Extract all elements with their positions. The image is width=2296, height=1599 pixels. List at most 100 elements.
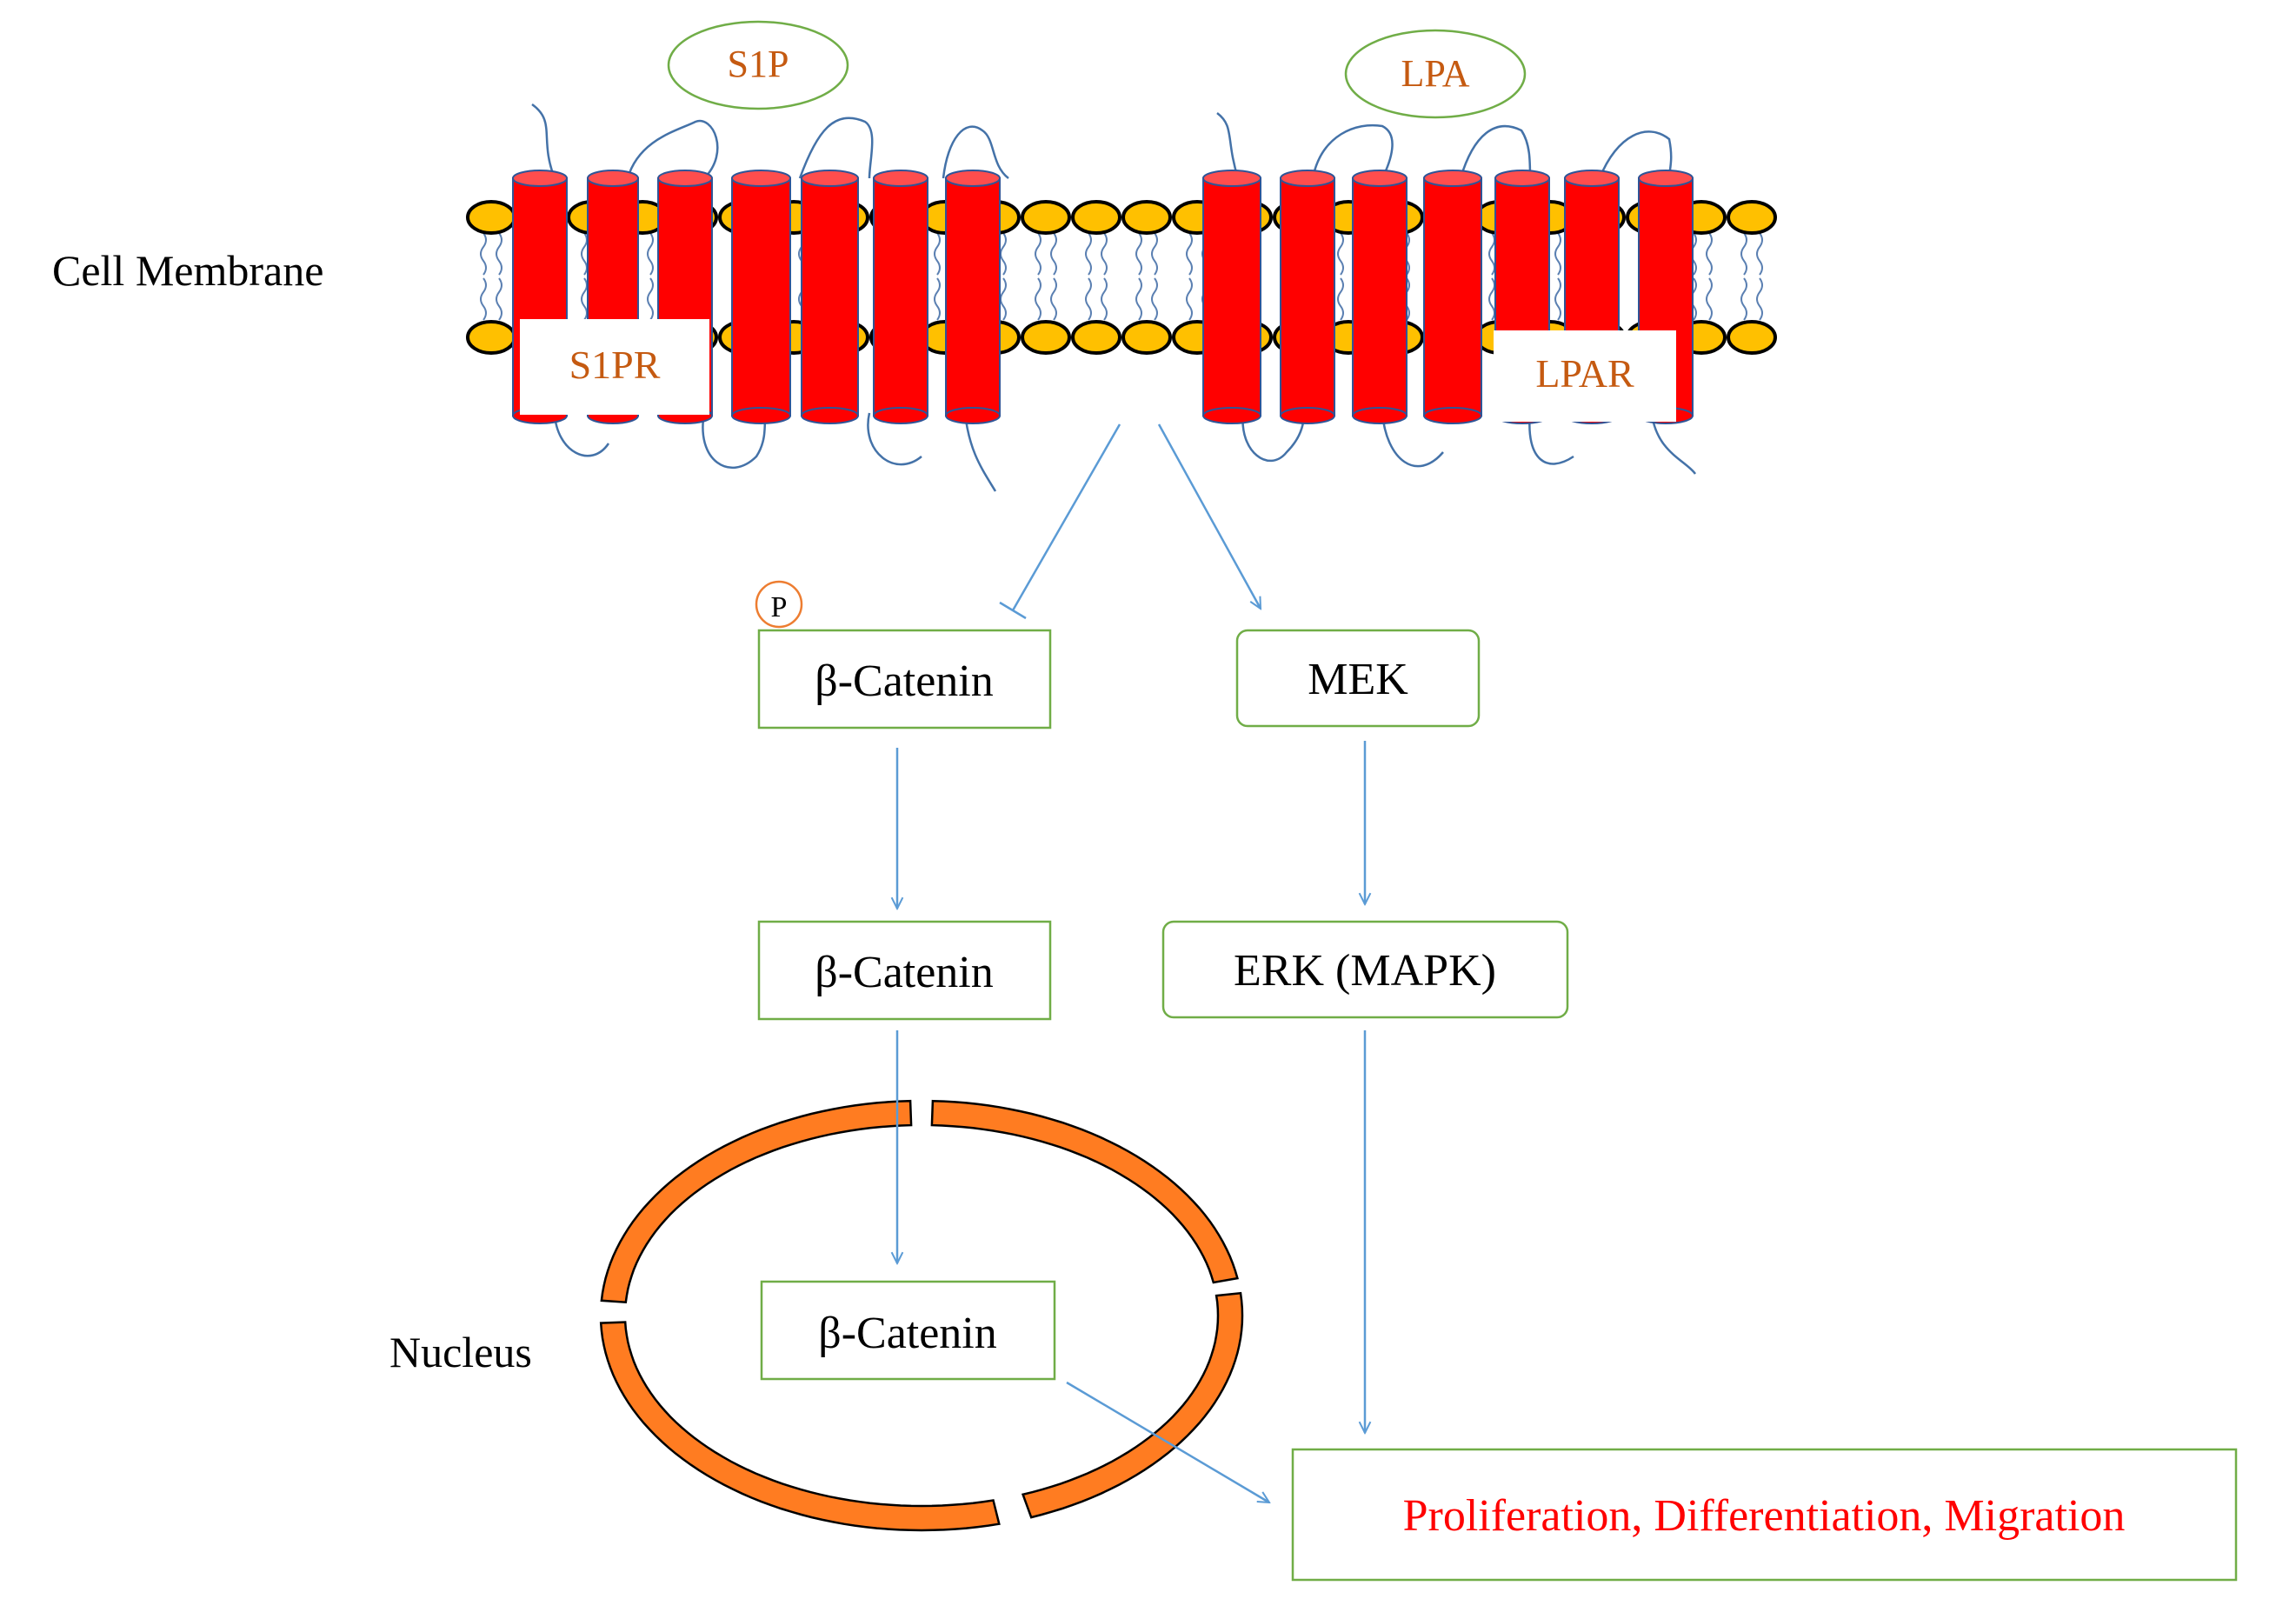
beta-catenin-nuclear-box: [760, 1280, 1056, 1381]
nuclear-envelope-segment: [599, 1321, 1001, 1532]
lipid-tail: [1135, 232, 1142, 276]
lpar-label-box: LPAR: [1494, 330, 1676, 422]
beta-catenin-cytoplasmic: β-Catenin: [757, 920, 1052, 1021]
lpar-helix: [1280, 170, 1335, 424]
lipid-tail: [1050, 277, 1057, 321]
receptor-loops: [531, 103, 1697, 492]
lipid-tail: [1000, 232, 1007, 276]
lipid-head: [1021, 320, 1071, 355]
lipid-tail: [480, 232, 487, 276]
s1pr-helix: [731, 170, 791, 424]
phosphate-label: P: [771, 591, 788, 623]
s1p-ellipse: [667, 20, 849, 110]
pathway-arrows: [897, 423, 1365, 1502]
lipid-tail: [1554, 277, 1561, 321]
lipid-tail: [1554, 232, 1561, 276]
lipid-tail: [1151, 232, 1158, 276]
erk-label: ERK (MAPK): [1234, 946, 1496, 996]
outcome-box: [1291, 1448, 2238, 1582]
lipid-tail: [1050, 232, 1057, 276]
lpa-ellipse: [1344, 29, 1527, 119]
mek-box: [1235, 629, 1481, 728]
lipid-tail: [1151, 277, 1158, 321]
lipid-tail: [647, 277, 654, 321]
s1pr-helix: [945, 170, 1001, 424]
lipid-tail: [581, 277, 588, 321]
beta-catenin-cytoplasmic-box: [757, 920, 1052, 1021]
s1pr-label-box: S1PR: [520, 319, 709, 415]
lipid-head: [1121, 200, 1172, 235]
lipid-tail: [1101, 277, 1108, 321]
lpar-label: LPAR: [1535, 351, 1634, 396]
lipid-tail: [1101, 232, 1108, 276]
lipid-tail: [1337, 277, 1344, 321]
lipid-tail: [647, 232, 654, 276]
phospho-beta-catenin-box: [757, 629, 1052, 730]
lipid-tail: [496, 232, 502, 276]
beta-catenin-nuclear: β-Catenin: [760, 1280, 1056, 1381]
mek-node: MEK: [1235, 629, 1481, 728]
lipid-head: [1071, 200, 1121, 235]
lipid-tail: [1337, 232, 1344, 276]
arrow-catenin-outcome: [1066, 1381, 1269, 1502]
outcome-label: Proliferation, Differentiation, Migratio…: [1403, 1491, 2126, 1541]
nuclear-envelope-segment: [1021, 1291, 1244, 1519]
beta-catenin-cytoplasmic-label: β-Catenin: [815, 948, 994, 997]
lipid-tail: [1740, 277, 1747, 321]
lpa-label: LPA: [1401, 52, 1469, 95]
s1p-label: S1P: [728, 43, 789, 85]
lipid-tail: [1085, 232, 1092, 276]
lipid-tail: [1740, 232, 1747, 276]
nucleus-label: Nucleus: [389, 1328, 532, 1376]
nuclear-envelope: [599, 1099, 1244, 1532]
phospho-beta-catenin-label: β-Catenin: [815, 656, 994, 706]
lipid-head: [466, 200, 516, 235]
nuclear-envelope-segment: [600, 1099, 913, 1304]
erk-node: ERK (MAPK): [1161, 920, 1569, 1019]
lpar-label-bg: [1494, 330, 1676, 422]
lipid-tail: [1756, 232, 1763, 276]
lpar-helix: [1352, 170, 1408, 424]
lipid-tail: [1035, 277, 1042, 321]
lipid-tail: [1488, 232, 1495, 276]
lipid-tail: [1035, 232, 1042, 276]
lipid-tail: [1186, 277, 1193, 321]
erk-box: [1161, 920, 1569, 1019]
s1pr-helix: [801, 170, 859, 424]
phosphate-icon: [755, 580, 803, 629]
lipid-head: [1121, 320, 1172, 355]
lipid-tail: [1000, 277, 1007, 321]
lipid-tail: [1186, 232, 1193, 276]
lipid-head: [1727, 320, 1777, 355]
lipid-tail: [1488, 277, 1495, 321]
outcome-node: Proliferation, Differentiation, Migratio…: [1291, 1448, 2238, 1582]
nuclear-envelope-segment: [930, 1099, 1239, 1284]
lipid-tail: [934, 232, 941, 276]
lipid-tail: [1706, 232, 1713, 276]
lipid-tail: [496, 277, 502, 321]
inhibition-arrow: [1011, 423, 1121, 611]
s1pr-label-bg: [520, 319, 709, 415]
lipid-tail: [581, 232, 588, 276]
s1pr-label: S1PR: [569, 343, 661, 387]
lipid-head: [466, 320, 516, 355]
lipid-tail: [480, 277, 487, 321]
s1pr-helix: [873, 170, 928, 424]
lipid-tail: [1135, 277, 1142, 321]
lipid-head: [1727, 200, 1777, 235]
lpa-ligand: LPA: [1344, 29, 1527, 119]
inhibition-bar: [999, 601, 1027, 620]
cell-membrane-label: Cell Membrane: [52, 246, 323, 295]
lipid-tail: [1756, 277, 1763, 321]
beta-catenin-nuclear-label: β-Catenin: [818, 1309, 997, 1358]
lpar-helix: [1202, 170, 1261, 424]
activation-arrow-mek: [1157, 423, 1262, 609]
lipid-tail: [1706, 277, 1713, 321]
lipid-head: [1021, 200, 1071, 235]
lipid-tail: [1085, 277, 1092, 321]
mek-label: MEK: [1308, 655, 1408, 704]
phospho-beta-catenin: β-Catenin P: [755, 580, 1052, 730]
lipid-tail: [934, 277, 941, 321]
